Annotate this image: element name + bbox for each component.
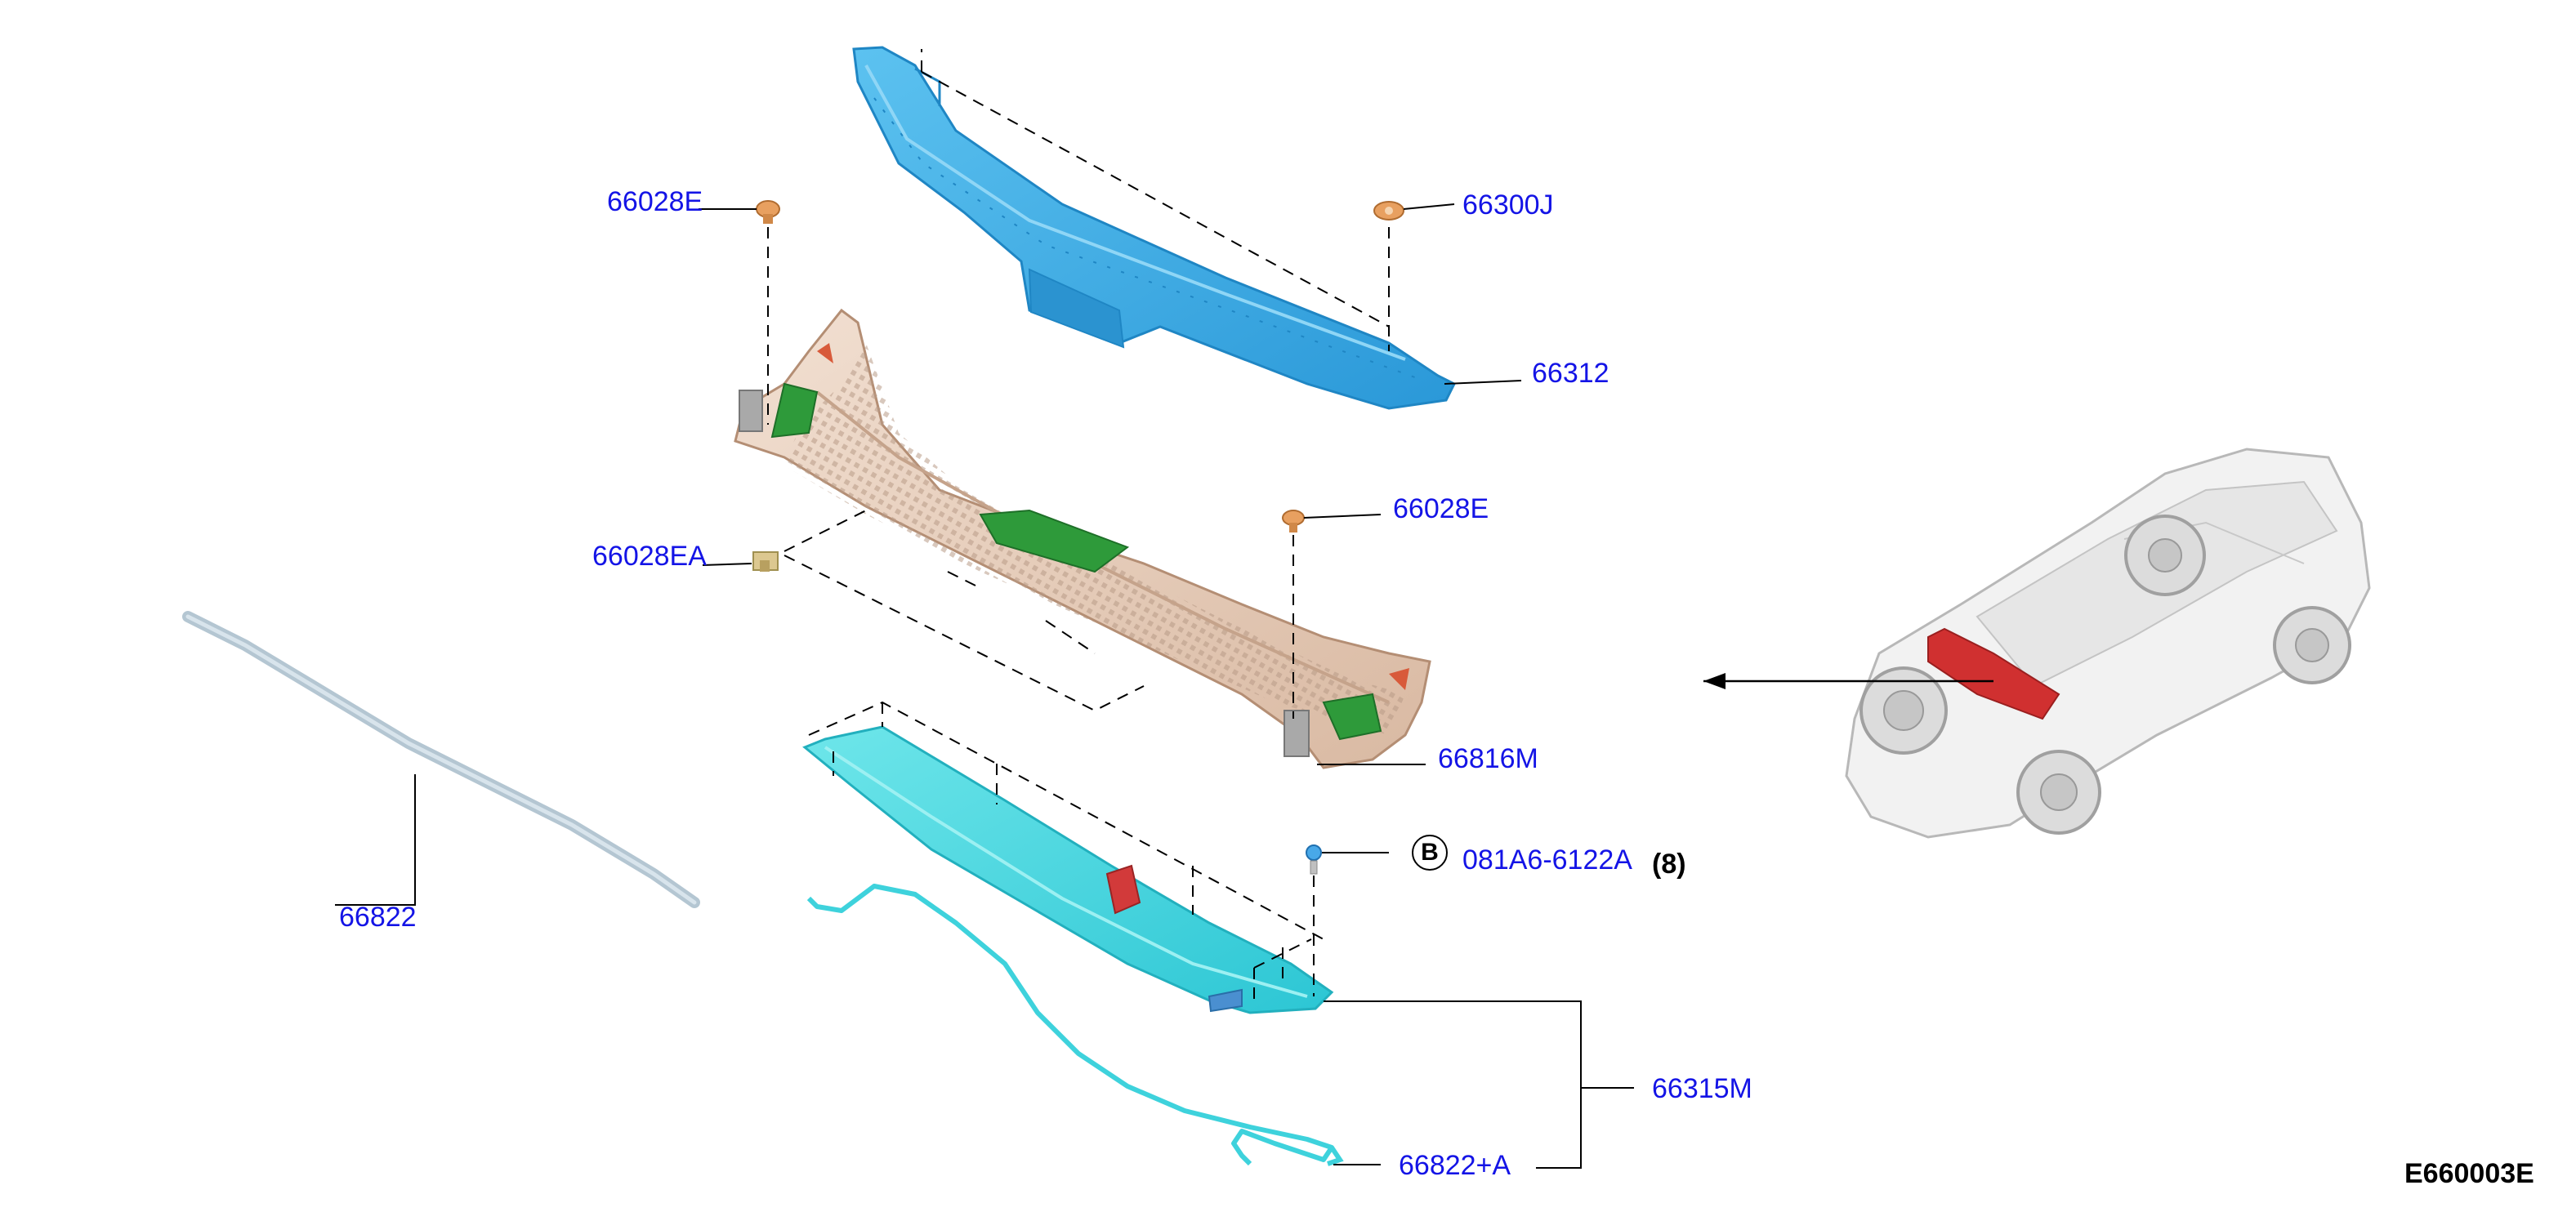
callout-66028e-upper: 66028E	[607, 186, 703, 217]
screw-081a6-6122a	[1306, 844, 1322, 875]
callout-66300j: 66300J	[1462, 189, 1554, 221]
clip-66300j	[1373, 201, 1404, 221]
callout-66822: 66822	[339, 902, 417, 933]
diagram-id-code: E660003E	[2404, 1158, 2534, 1189]
cowl-top-cover	[734, 308, 1431, 769]
clip-66028e-lower	[1282, 510, 1305, 532]
reference-badge-b: B	[1412, 835, 1448, 871]
callout-081a6-6122a: 081A6-6122A	[1462, 844, 1632, 876]
assembly-dashed-lines	[767, 49, 1390, 1005]
quantity-label: (8)	[1652, 849, 1686, 880]
clip-66028e-upper	[756, 200, 780, 224]
callout-66315m: 66315M	[1652, 1073, 1752, 1104]
callout-66028ea: 66028EA	[592, 541, 707, 572]
drain-hose	[806, 884, 1344, 1166]
upper-cowl-panel	[852, 46, 1457, 410]
leader-lines	[335, 203, 1634, 1169]
callout-66028e-lower: 66028E	[1393, 493, 1489, 524]
callout-66312: 66312	[1532, 358, 1609, 389]
seal-strip	[182, 611, 700, 908]
vehicle-location-view	[1703, 448, 2371, 839]
clip-66028ea	[752, 551, 779, 572]
callout-66816m: 66816M	[1438, 743, 1538, 774]
lower-cowl-panel	[802, 725, 1334, 1014]
callout-66822-a: 66822+A	[1399, 1150, 1511, 1181]
